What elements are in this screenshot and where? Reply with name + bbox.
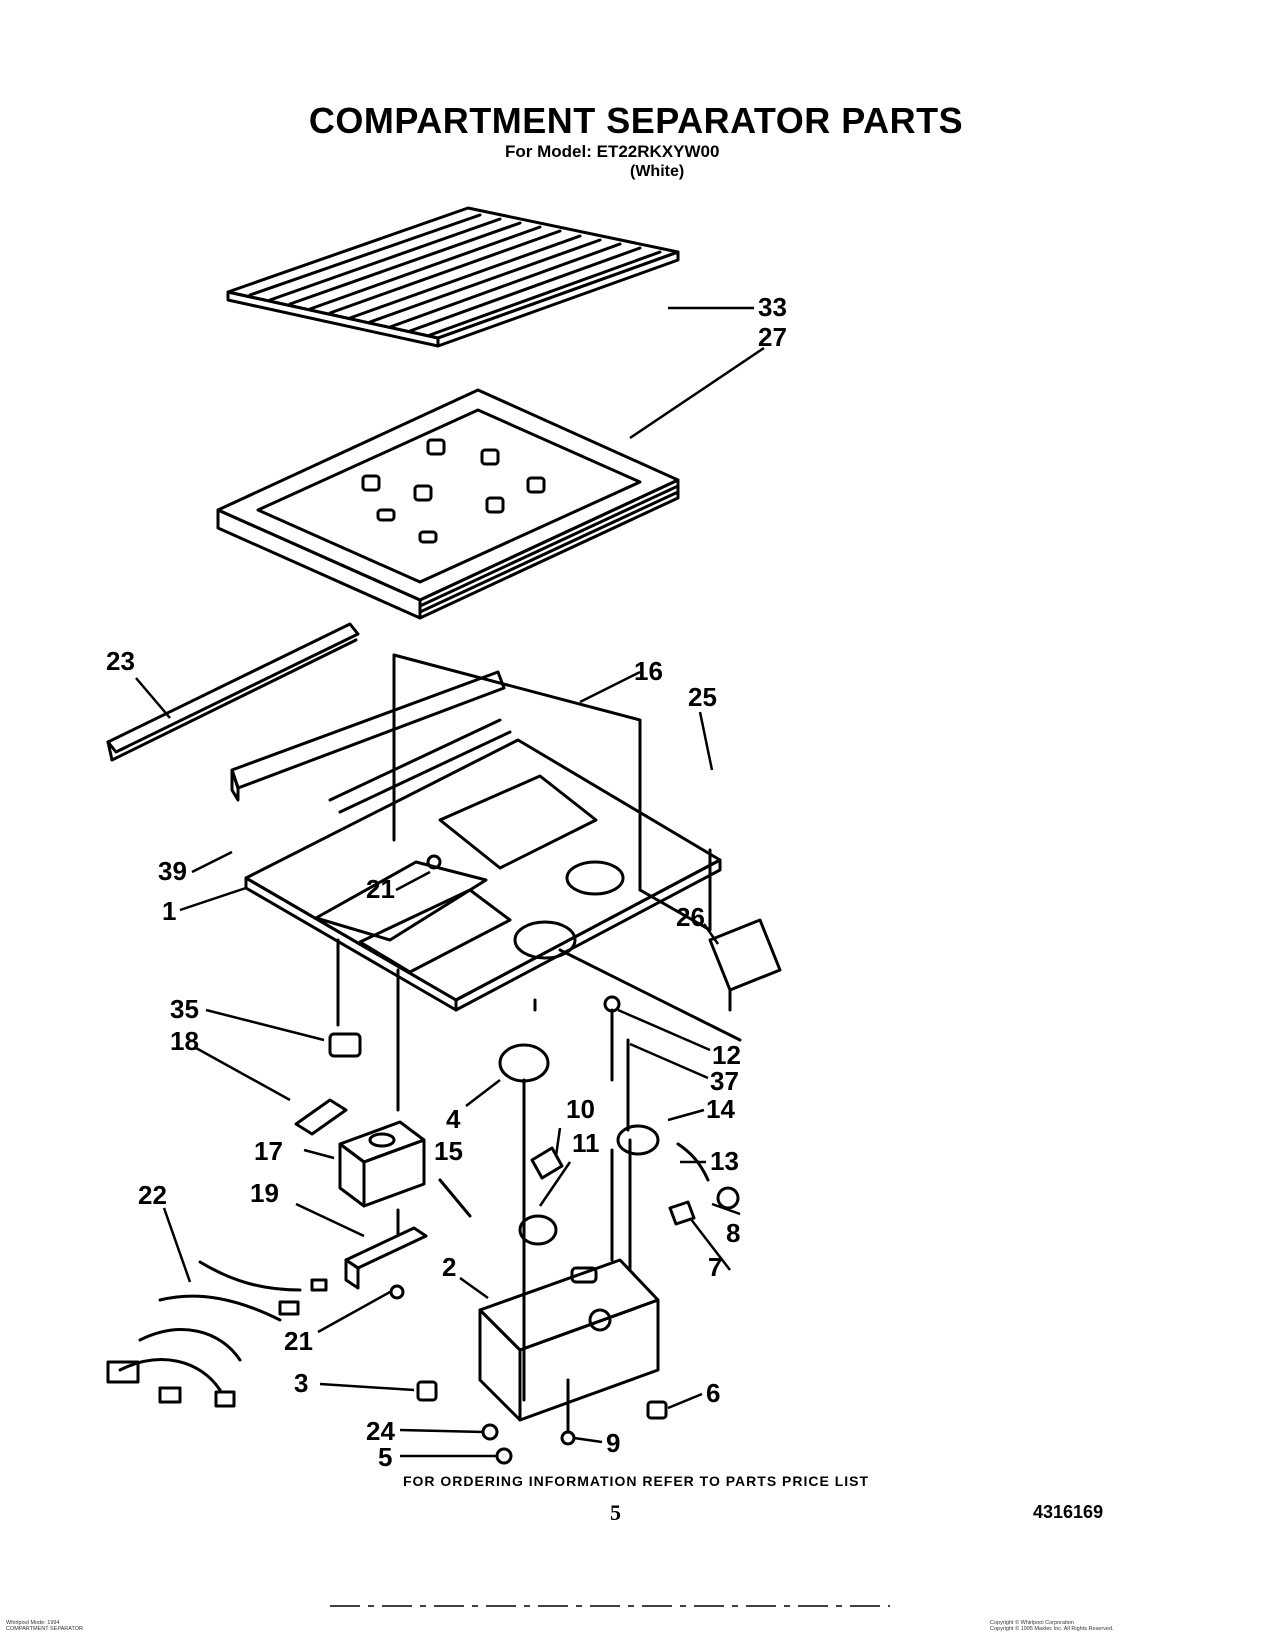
separator-plate-part [230, 670, 722, 1012]
page-title: COMPARTMENT SEPARATOR PARTS [308, 100, 964, 141]
callout-25: 25 [688, 682, 717, 712]
fine-print-right-line: Copyright © Whirlpool Corporation [990, 1620, 1074, 1626]
cover-part [708, 918, 782, 1012]
callout-6: 6 [706, 1378, 720, 1408]
callout-12: 12 [712, 1040, 741, 1070]
callout-22: 22 [138, 1180, 167, 1210]
switch-part [294, 1032, 362, 1136]
mounting-bracket-part [344, 1208, 428, 1290]
callout-17: 17 [254, 1136, 283, 1166]
base-bracket-part [478, 1258, 660, 1422]
callout-8: 8 [726, 1218, 740, 1248]
assorted-small-parts [438, 995, 740, 1402]
document-number: 4316169 [1033, 1502, 1104, 1522]
callout-21-bottom: 21 [284, 1326, 313, 1356]
control-housing-part [338, 1120, 426, 1208]
callout-26: 26 [676, 902, 705, 932]
callout-labels: 33 27 23 16 25 39 1 21 26 35 18 12 37 4 … [106, 292, 787, 1472]
callout-4: 4 [446, 1104, 461, 1134]
callout-39: 39 [158, 856, 187, 886]
color-line: (White) [630, 163, 685, 180]
callout-2: 2 [442, 1252, 456, 1282]
callout-37: 37 [710, 1066, 739, 1096]
callout-19: 19 [250, 1178, 279, 1208]
grille-shelf-part [226, 206, 680, 348]
callout-24: 24 [366, 1416, 395, 1446]
fine-print-right-line: Copyright © 1995 Maxtec Inc. All Rights … [990, 1626, 1114, 1632]
callout-33: 33 [758, 292, 787, 322]
callout-16: 16 [634, 656, 663, 686]
fine-print-left-line: Whirlpool Mode: 1994 [6, 1620, 60, 1626]
callout-21-top: 21 [366, 874, 395, 904]
wire-harness-loop [392, 653, 712, 932]
fine-print-right: Copyright © Whirlpool Corporation Copyri… [990, 1620, 1114, 1632]
ordering-info: FOR ORDERING INFORMATION REFER TO PARTS … [402, 1473, 870, 1489]
callout-13: 13 [710, 1146, 739, 1176]
callout-35: 35 [170, 994, 199, 1024]
callout-23: 23 [106, 646, 135, 676]
callout-11: 11 [572, 1128, 600, 1158]
callout-9: 9 [606, 1428, 620, 1458]
callout-27: 27 [758, 322, 787, 352]
callout-10: 10 [566, 1094, 595, 1124]
callout-7: 7 [708, 1252, 722, 1282]
page-number: 5 [610, 1500, 621, 1525]
fine-print-left-line: COMPARTMENT SEPARATOR [6, 1626, 84, 1632]
callout-18: 18 [170, 1026, 199, 1056]
callout-3: 3 [294, 1368, 308, 1398]
trim-strip-part [106, 622, 360, 762]
wiring-harness-part [106, 1260, 328, 1408]
callout-1: 1 [162, 896, 176, 926]
callout-5: 5 [378, 1442, 392, 1472]
callout-leaders [135, 306, 765, 1458]
fine-print-left: Whirlpool Mode: 1994 COMPARTMENT SEPARAT… [6, 1620, 83, 1632]
callout-15: 15 [434, 1136, 463, 1166]
model-line: For Model: ET22RKXYW00 [505, 142, 720, 161]
frame-tray-part [216, 388, 680, 620]
callout-14: 14 [706, 1094, 735, 1124]
